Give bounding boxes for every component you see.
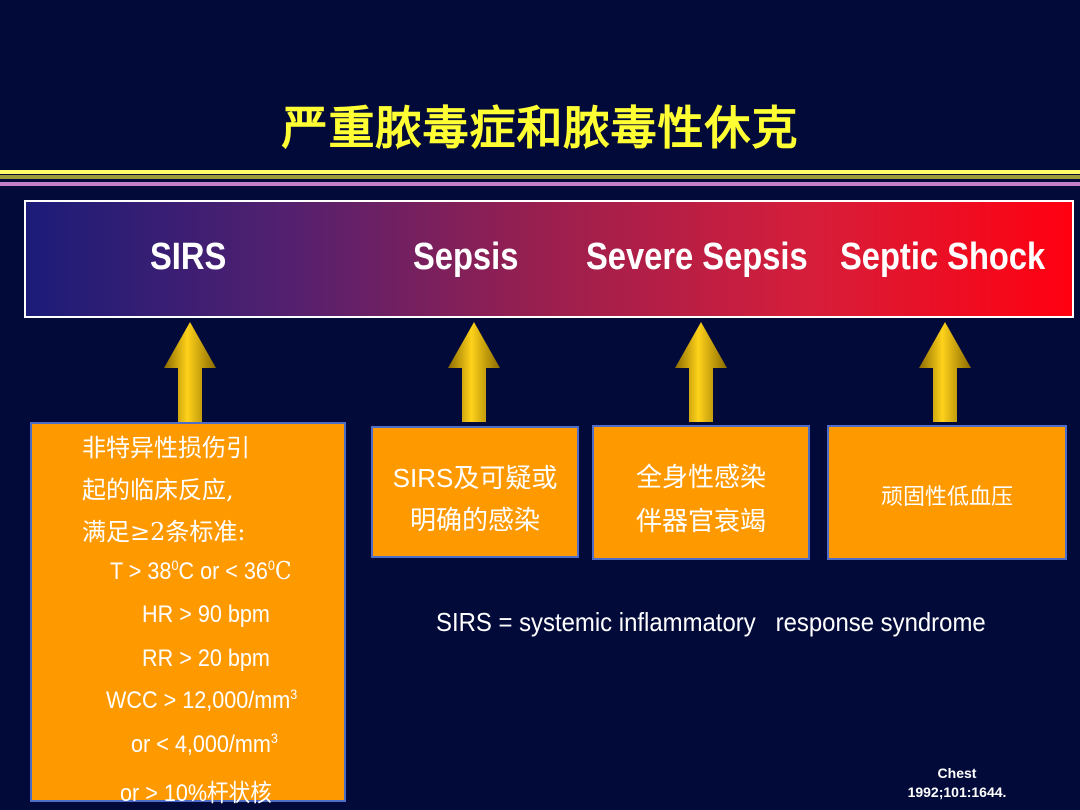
- stage-label-severe-sepsis: Severe Sepsis: [586, 236, 808, 278]
- sirs-intro-line: 满足≥2条标准:: [82, 518, 246, 546]
- stage-label-septic-shock: Septic Shock: [840, 236, 1046, 278]
- title-divider: [0, 182, 1080, 186]
- band-cells-criterion: or > 10%杆状核: [120, 780, 272, 807]
- septic-shock-definition-box: 顽固性低血压: [827, 425, 1067, 560]
- sirs-intro-line: 起的临床反应,: [82, 476, 234, 504]
- temperature-criterion: T > 380C or < 360C: [110, 557, 292, 585]
- citation-reference: 1992;101:1644.: [907, 784, 1007, 800]
- sepsis-definition-box: SIRS及可疑或 明确的感染: [371, 426, 579, 558]
- sirs-abbreviation-note: SIRS = systemic inflammatory response sy…: [436, 607, 986, 637]
- arrow-up-icon: [164, 322, 216, 422]
- sepsis-definition-line: SIRS及可疑或: [392, 463, 558, 493]
- sirs-criteria-box: 非特异性损伤引 起的临床反应, 满足≥2条标准: T > 380C or < 3…: [30, 422, 346, 807]
- arrow-up-icon: [919, 322, 971, 422]
- stage-label-sirs: SIRS: [150, 236, 227, 278]
- respiratory-rate-criterion: RR > 20 bpm: [142, 645, 270, 672]
- arrow-up-icon: [675, 322, 727, 422]
- stage-label-sepsis: Sepsis: [413, 236, 519, 278]
- wcc-low-criterion: or < 4,000/mm3: [131, 730, 278, 758]
- citation: Chest 1992;101:1644.: [897, 764, 1017, 802]
- arrow-up-icon: [448, 322, 500, 422]
- heart-rate-criterion: HR > 90 bpm: [142, 601, 270, 628]
- sepsis-definition-line: 明确的感染: [409, 506, 540, 536]
- stage-gradient-bar: [24, 200, 1074, 318]
- severe-sepsis-definition-box: 全身性感染 伴器官衰竭: [592, 425, 810, 560]
- severe-sepsis-definition-line: 伴器官衰竭: [635, 507, 766, 537]
- title-divider: [0, 175, 1080, 179]
- title-divider: [0, 170, 1080, 174]
- citation-journal: Chest: [937, 765, 977, 781]
- wcc-high-criterion: WCC > 12,000/mm3: [106, 686, 298, 714]
- sirs-intro-line: 非特异性损伤引: [82, 434, 250, 462]
- severe-sepsis-definition-line: 全身性感染: [635, 463, 766, 493]
- slide-title: 严重脓毒症和脓毒性休克: [281, 101, 799, 155]
- septic-shock-definition-line: 顽固性低血压: [880, 485, 1013, 510]
